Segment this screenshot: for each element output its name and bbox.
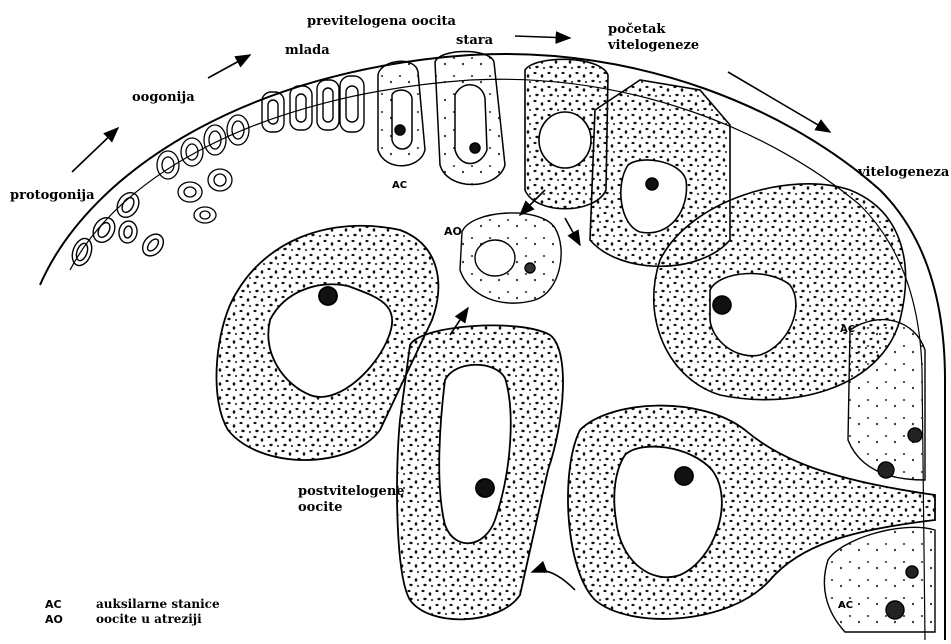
arrow-oogonija-mlada [208,55,250,78]
label-previtelogena: previtelogena oocita [307,14,456,29]
oogonia-cells [157,115,249,223]
label-postvitelogene-line2: oocite [298,500,342,515]
label-ac-inner: AC [392,178,407,193]
label-stara: stara [456,33,493,48]
legend-value-ao: oocite u atreziji [96,612,202,626]
arrow-to-ao-2 [565,218,580,245]
label-postvitelogene-line1: postvitelogene [298,484,405,499]
arrow-stara-pocetak [515,36,570,38]
label-pocetak-line2: vitelogeneze [608,38,699,53]
legend-key-ac: AC [45,598,62,611]
label-oogonija: oogonija [132,90,195,105]
postvitellogenic-oocyte-center [397,325,563,619]
previtellogenic-oocytes [378,52,505,185]
legend-value-ac: auksilarne stanice [96,597,220,611]
arrow-return-postvitelogene [532,571,575,590]
legend-key-ao: AO [45,613,63,626]
label-ac-bottom: AC [838,598,853,613]
label-pocetak-line1: početak [608,22,665,37]
young-oocytes [262,76,364,132]
label-protogonija: protogonija [10,188,95,203]
label-ac-right: AC [840,322,855,337]
label-vitelogeneza: vitelogeneza [858,165,949,180]
label-mlada: mlada [285,43,330,58]
arrow-pocetak-vitelogeneza [728,72,830,132]
arrow-protogonija-oogonija [72,128,118,172]
atretic-oocyte [460,213,561,303]
label-ao-inner: AO [444,224,462,239]
